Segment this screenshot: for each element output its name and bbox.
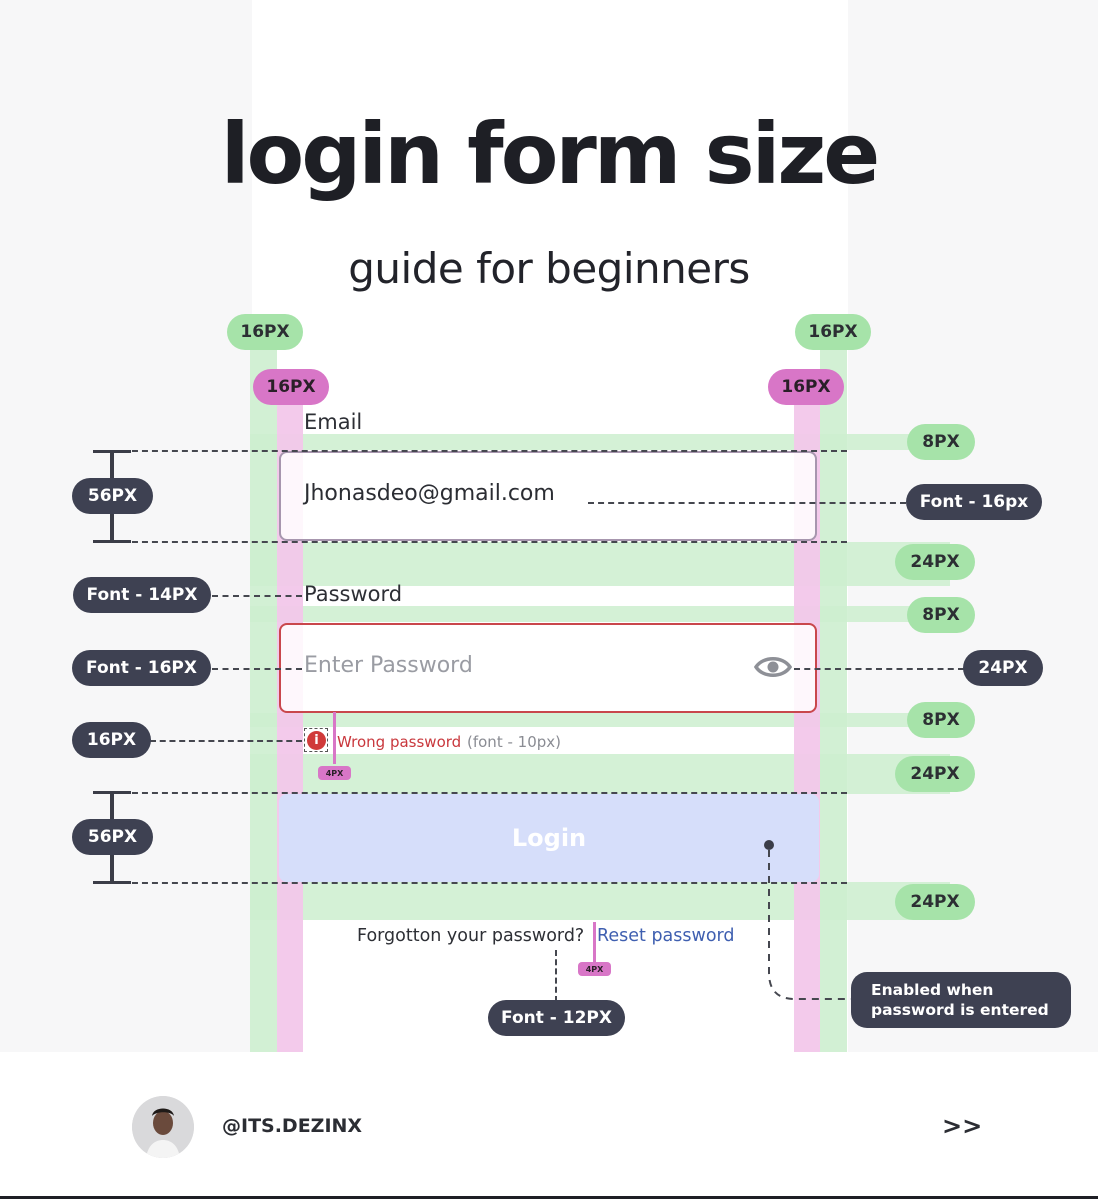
forgot-password-text: Forgotton your password? <box>357 926 585 946</box>
error-icon-bounds <box>304 728 328 752</box>
email-height-pill: 56PX <box>72 478 153 514</box>
guide-column-outer-left <box>250 345 277 1052</box>
email-label: Email <box>304 410 363 434</box>
enabled-note-line2: password is entered <box>871 1001 1049 1019</box>
password-label-font-pill: Font - 14PX <box>73 577 211 613</box>
password-label-font-guide <box>212 595 302 597</box>
icon-size-guide <box>794 668 964 670</box>
password-font-guide <box>212 668 302 670</box>
enabled-note-line1: Enabled when <box>871 981 994 999</box>
reset-password-link[interactable]: Reset password <box>597 926 735 946</box>
error-gap-pill: 4PX <box>318 766 351 780</box>
bottom-divider <box>0 1196 1098 1199</box>
error-icon: i <box>307 731 326 750</box>
page-subtitle: guide for beginners <box>348 244 750 293</box>
login-button[interactable]: Login <box>279 794 819 882</box>
chevron-double-right-icon[interactable]: >> <box>942 1112 983 1140</box>
login-caliper-top <box>93 791 131 794</box>
gap-label-password-pill: 8PX <box>907 597 975 633</box>
login-button-label: Login <box>511 824 587 852</box>
email-caliper-top <box>93 450 131 453</box>
margin-outer-left-pill: 16PX <box>227 314 303 350</box>
avatar <box>132 1096 194 1158</box>
error-note: (font - 10px) <box>467 733 561 751</box>
email-font-guide <box>588 502 906 504</box>
forgot-font-pill: Font - 12PX <box>488 1000 625 1036</box>
email-top-guide <box>112 450 847 452</box>
eye-icon[interactable] <box>753 654 793 680</box>
password-field[interactable] <box>279 623 817 713</box>
email-bottom-guide <box>112 541 847 543</box>
login-bottom-guide <box>112 882 847 884</box>
reset-gap-marker <box>593 922 596 962</box>
enabled-note-connector <box>760 848 855 1003</box>
enabled-note-dot <box>764 840 774 850</box>
author-handle[interactable]: @ITS.DEZINX <box>222 1115 363 1137</box>
email-field[interactable] <box>279 451 817 541</box>
email-value: Jhonasdeo@gmail.com <box>304 481 555 506</box>
email-font-pill: Font - 16px <box>906 484 1042 520</box>
error-icon-guide <box>150 740 302 742</box>
gap-label-email-pill: 8PX <box>907 424 975 460</box>
spacing-band-8px-email <box>250 434 950 450</box>
margin-inner-left-pill: 16PX <box>253 369 329 405</box>
login-caliper-bottom <box>93 881 131 884</box>
forgot-font-guide <box>555 950 557 1002</box>
password-placeholder: Enter Password <box>304 653 473 678</box>
login-top-guide <box>112 792 847 794</box>
password-label: Password <box>304 582 403 606</box>
enabled-note: Enabled when password is entered <box>851 972 1071 1028</box>
margin-outer-right-pill: 16PX <box>795 314 871 350</box>
icon-size-pill: 24PX <box>963 650 1043 686</box>
spacing-band-8px-password <box>250 606 950 622</box>
gap-after-login-pill: 24PX <box>895 884 975 920</box>
error-icon-size-pill: 16PX <box>72 722 151 758</box>
password-font-pill: Font - 16PX <box>72 650 211 686</box>
guide-column-outer-right <box>820 345 847 1052</box>
email-caliper-bottom <box>93 540 131 543</box>
gap-after-password-pill: 8PX <box>907 702 975 738</box>
spacing-band-8px-error <box>250 713 950 727</box>
page-title: login form size <box>220 105 881 203</box>
gap-before-login-pill: 24PX <box>895 756 975 792</box>
gap-after-email-pill: 24PX <box>895 544 975 580</box>
error-text: Wrong password <box>337 733 462 751</box>
margin-inner-right-pill: 16PX <box>768 369 844 405</box>
error-gap-marker <box>333 712 336 764</box>
reset-gap-pill: 4PX <box>578 962 611 976</box>
login-height-pill: 56PX <box>72 819 153 855</box>
